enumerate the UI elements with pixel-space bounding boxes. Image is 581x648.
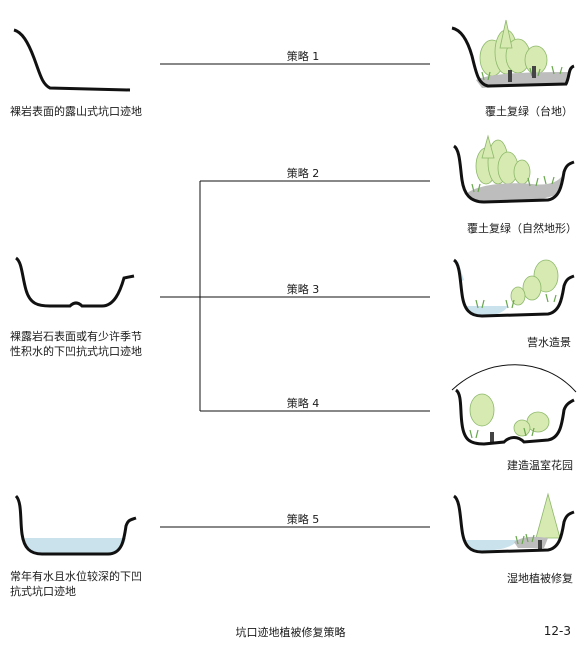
result-label-2: 覆土复绿（自然地形） <box>467 222 577 235</box>
source-label-2-line-2: 性积水的下凹抗式坑口迹地 <box>10 345 142 358</box>
strategy-label-4: 策略 4 <box>286 397 320 410</box>
strategy-label-3: 策略 3 <box>286 283 320 296</box>
result-pit-5 <box>452 492 575 554</box>
source-pit-2 <box>14 256 135 308</box>
result-pit-2 <box>452 134 575 204</box>
figure-caption: 坑口迹地植被修复策略 <box>235 626 346 639</box>
result-label-5: 湿地植被修复 <box>507 572 573 585</box>
strategy-label-1: 策略 1 <box>286 50 320 63</box>
result-pit-3 <box>452 258 575 318</box>
source-label-1: 裸岩表面的露山式坑口迹地 <box>10 105 142 118</box>
page-number: 12-3 <box>543 624 571 638</box>
result-label-3: 营水造景 <box>527 336 571 349</box>
strategy-label-5: 策略 5 <box>286 513 320 526</box>
result-pit-1 <box>451 19 575 88</box>
source-label-3-line-1: 常年有水且水位较深的下凹 <box>10 570 142 583</box>
result-pit-4 <box>451 364 577 446</box>
result-label-1: 覆土复绿（台地） <box>485 105 573 118</box>
strategy-label-2: 策略 2 <box>286 167 320 180</box>
result-label-4: 建造温室花园 <box>507 459 573 472</box>
source-pit-3 <box>14 494 137 556</box>
source-pit-1 <box>13 28 131 92</box>
source-label-3-line-2: 抗式坑口迹地 <box>10 585 76 598</box>
source-label-2-line-1: 裸露岩石表面或有少许季节 <box>10 330 142 343</box>
